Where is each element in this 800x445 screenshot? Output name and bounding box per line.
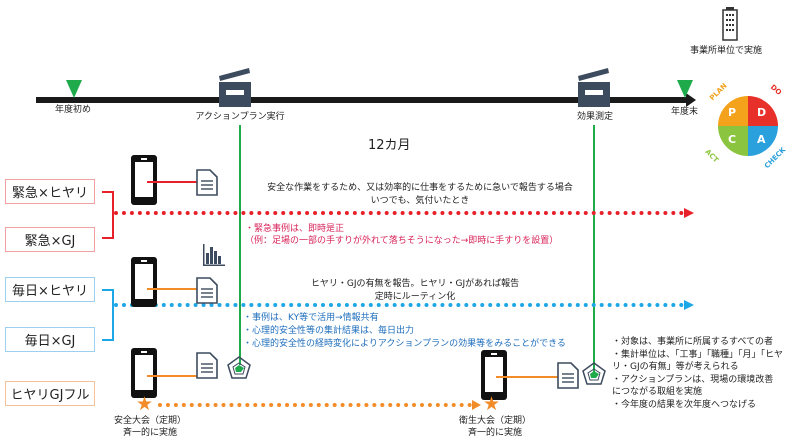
daily-bracket: [102, 289, 114, 341]
start-marker-icon: [66, 80, 82, 98]
urgent-desc-1: 安全な作業をするため、又は効率的に仕事をするために急いで報告する場合: [267, 183, 573, 193]
note-line: リ・GJの有無」等が考えられる: [612, 362, 739, 372]
phone-icon: [481, 350, 507, 400]
connector-orange: [147, 288, 201, 290]
daily-note-2: ・心理的安全性等の集計結果は、毎日出力: [243, 326, 415, 336]
action-line: [239, 125, 241, 365]
daily-desc-2: 定時にルーティン化: [374, 292, 456, 302]
event-arrowhead: [472, 400, 481, 410]
safety-event-sub: 斉一的に実施: [122, 428, 177, 438]
pdca-a: A: [757, 133, 766, 146]
document-icon: [196, 277, 218, 304]
timeline-bar: [36, 97, 688, 103]
urgent-desc-2: いつでも、気付いたとき: [370, 196, 470, 206]
label-end: 年度末: [671, 107, 699, 117]
urgent-arrowhead: [684, 208, 694, 218]
clapboard-icon: [219, 68, 251, 107]
safety-event-label: 安全大会（定期）: [113, 416, 186, 426]
note-line: ・アクションプランは、現場の環境改善: [612, 375, 774, 385]
health-event-sub: 斉一的に実施: [467, 428, 522, 438]
radar-chart-icon: [582, 362, 606, 385]
label-start: 年度初め: [55, 105, 92, 115]
health-star-icon: ★: [483, 393, 501, 415]
connector-red: [147, 181, 201, 183]
daily-arrowhead: [684, 300, 694, 310]
phone-icon: [131, 257, 157, 307]
urgent-note-2: （例：足場の一部の手すりが外れて落ちそうになった→即時に手すりを設置）: [245, 236, 559, 246]
daily-dotted-arrow: [114, 303, 684, 307]
building-icon: [722, 7, 738, 41]
note-line: ・対象は、事業所に所属するすべての者: [612, 337, 774, 347]
daily-desc-1: ヒヤリ・GJの有無を報告。ヒヤリ・GJがあれば報告: [310, 279, 520, 289]
safety-star-icon: ★: [136, 393, 154, 415]
site-note: 事業所単位で実施: [690, 46, 763, 56]
urgent-bracket: [102, 191, 114, 239]
label-measure: 効果測定: [576, 112, 613, 122]
urgent-dotted-arrow: [114, 211, 684, 215]
pdca-d: D: [757, 106, 767, 119]
category-daily-hiyari: 毎日×ヒヤリ: [5, 277, 95, 302]
radar-chart-icon: [227, 356, 251, 379]
document-icon: [196, 169, 218, 196]
daily-note-3: ・心理的安全性の経時変化によりアクションプランの効果等をみることができる: [243, 339, 566, 349]
pdca-p: P: [728, 106, 737, 119]
connector-orange: [147, 375, 201, 377]
event-dotted-arrow: [158, 403, 472, 407]
document-icon: [557, 362, 579, 389]
urgent-note-1: ・緊急事例は、即時是正: [245, 224, 345, 234]
phone-icon: [131, 155, 157, 205]
phone-icon: [131, 348, 157, 398]
health-event-label: 衛生大会（定期）: [458, 416, 531, 426]
clapboard-icon: [578, 68, 610, 107]
category-full: ヒヤリGJフル: [5, 381, 95, 406]
end-marker-icon: [677, 80, 693, 98]
daily-note-1: ・事例は、KY等で活用→情報共有: [243, 313, 379, 323]
bar-chart-icon: [203, 244, 225, 266]
document-icon: [196, 352, 218, 379]
note-line: につながる取組を実施: [612, 387, 703, 397]
pdca-c: C: [728, 133, 737, 146]
label-action: アクションプラン実行: [195, 112, 285, 122]
connector-orange: [496, 376, 560, 378]
category-daily-gj: 毎日×GJ: [5, 327, 95, 352]
category-urgent-hiyari: 緊急×ヒヤリ: [5, 179, 95, 204]
note-line: ・集計単位は、「工事」「職種」「月」「ヒヤ: [612, 350, 784, 360]
pdca-cycle: P D C A PLAN DO CHECK ACT: [700, 78, 796, 174]
note-line: ・今年度の結果を次年度へつなげる: [612, 400, 757, 410]
measure-line: [593, 125, 595, 375]
timeline-arrowhead: [686, 93, 696, 107]
category-urgent-gj: 緊急×GJ: [5, 227, 95, 252]
label-duration: 12カ月: [368, 138, 411, 153]
